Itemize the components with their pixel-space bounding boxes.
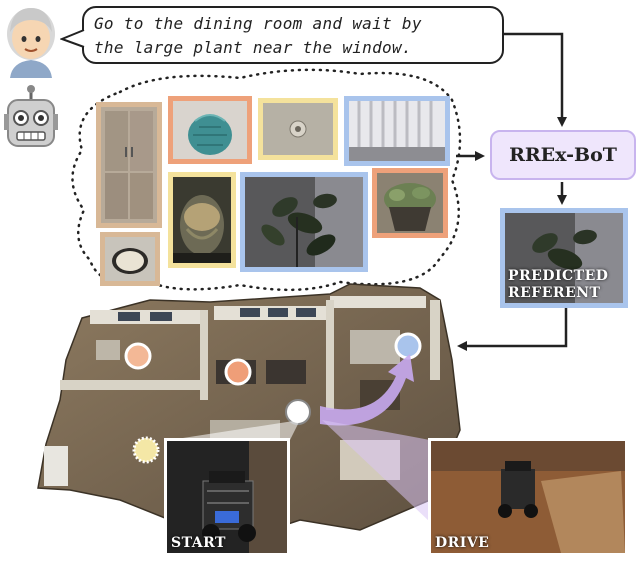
predicted-referent-image: PREDICTED REFERENT xyxy=(500,208,628,308)
model-label: RREx-BoT xyxy=(509,144,617,166)
robot-icon xyxy=(4,85,58,147)
rrex-bot-model-box: RREx-BoT xyxy=(490,130,636,180)
person-icon xyxy=(7,8,55,78)
instruction-speech-bubble: Go to the dining room and wait by the la… xyxy=(82,6,504,64)
thumb-glass-vase xyxy=(168,172,236,268)
thumb-cabinet xyxy=(96,102,162,228)
instruction-line-1: Go to the dining room and wait by xyxy=(94,14,422,33)
robot-start-image xyxy=(167,441,287,553)
thumb-large-plant xyxy=(240,172,368,272)
drive-photo: DRIVE xyxy=(428,438,628,556)
drive-label: DRIVE xyxy=(435,535,490,551)
robot-drive-image xyxy=(431,441,625,553)
thumb-window-curtain xyxy=(344,96,450,166)
start-label: START xyxy=(171,535,226,551)
thumb-ceiling-light xyxy=(258,98,338,160)
thumb-teal-vase xyxy=(168,96,252,164)
thumb-potted-succulent xyxy=(372,168,448,238)
predicted-label-line-2: REFERENT xyxy=(508,285,601,301)
predicted-label-line-1: PREDICTED xyxy=(508,268,609,284)
speech-bubble-tail xyxy=(60,29,85,48)
thumb-round-tray xyxy=(100,232,160,286)
instruction-line-2: the large plant near the window. xyxy=(94,38,412,57)
start-photo: START xyxy=(164,438,290,556)
